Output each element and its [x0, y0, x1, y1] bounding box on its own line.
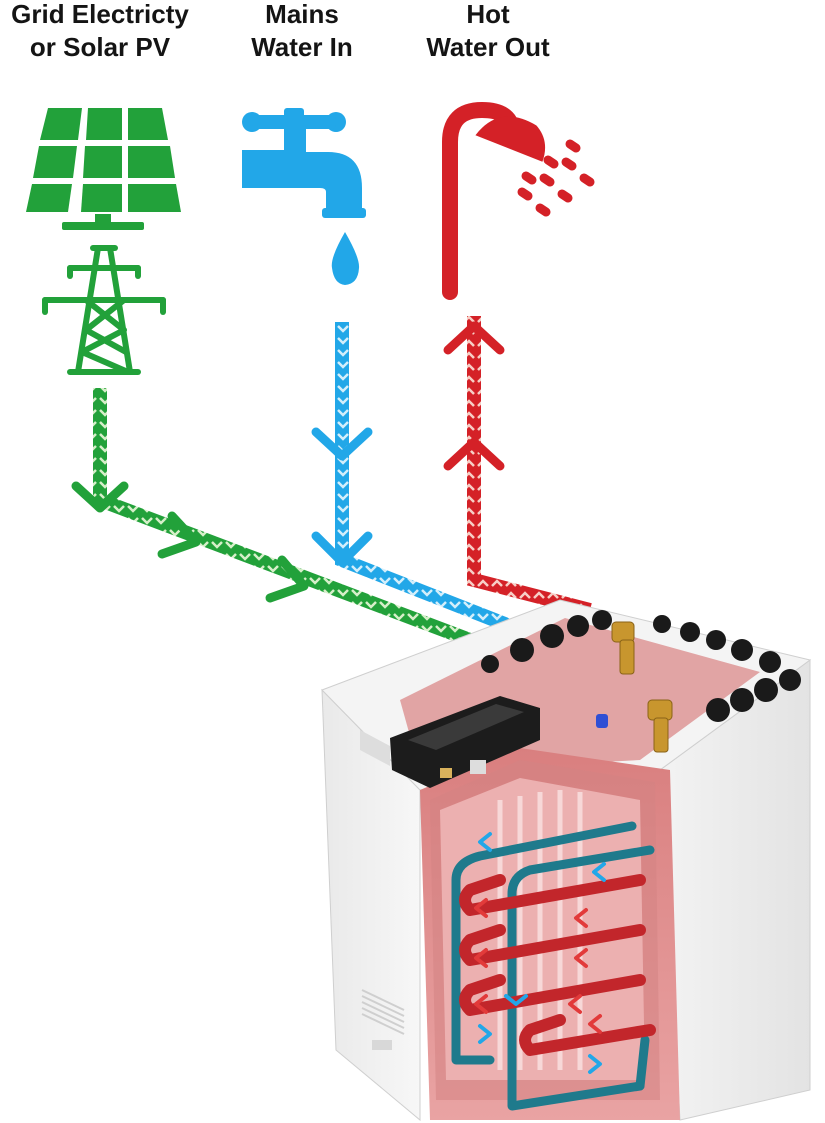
- cold-water-flow-arrow: [311, 322, 523, 637]
- electricity-flow-arrow: [71, 388, 473, 647]
- mains-label-line1: Mains: [265, 0, 339, 29]
- grid-electricity-label: Grid Electricty or Solar PV: [0, 0, 200, 64]
- mains-label-line2: Water In: [251, 32, 353, 62]
- hot-water-label: Hot Water Out: [408, 0, 568, 64]
- hot-water-flow-arrow: [443, 316, 592, 617]
- water-drop-icon: [331, 232, 360, 285]
- mains-water-label: Mains Water In: [242, 0, 362, 64]
- water-tap-icon: [242, 108, 366, 218]
- solar-panel-icon: [26, 108, 181, 230]
- power-pylon-icon: [42, 245, 166, 375]
- grid-label-line1: Grid Electricty: [11, 0, 189, 29]
- shower-head-icon: [442, 101, 595, 300]
- hot-label-line1: Hot: [466, 0, 510, 29]
- hot-label-line2: Water Out: [426, 32, 550, 62]
- grid-label-line2: or Solar PV: [29, 32, 171, 62]
- heat-battery-unit: [321, 599, 812, 1122]
